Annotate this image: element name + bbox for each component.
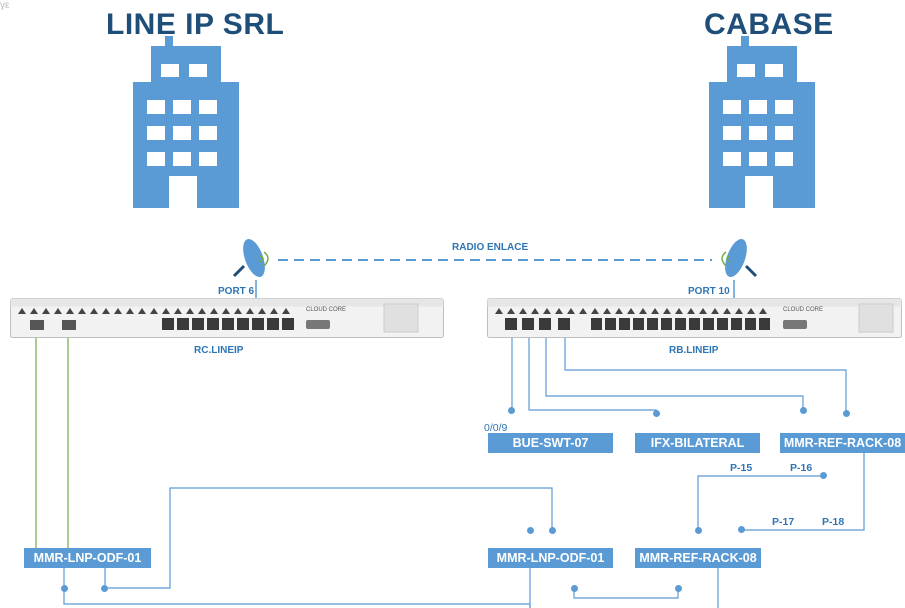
connector-dot — [508, 407, 515, 414]
antenna-icon-right — [721, 238, 758, 278]
connector-dot — [843, 410, 850, 417]
svg-text:CLOUD CORE: CLOUD CORE — [783, 307, 823, 313]
connector-dot — [820, 472, 827, 479]
port-label-p17: P-17 — [772, 516, 795, 528]
connector-dot — [549, 527, 556, 534]
connector-dot — [738, 526, 745, 533]
router-right-port: PORT 10 — [688, 286, 730, 297]
router-right-name: RB.LINEIP — [669, 345, 719, 356]
router-rb-lineip: CLOUD CORE — [487, 298, 902, 338]
port-label-p18: P-18 — [822, 516, 845, 528]
connector-dot — [571, 585, 578, 592]
corner-mark: γε — [0, 0, 10, 11]
box-bue-swt-07: BUE-SWT-07 — [488, 433, 613, 453]
connector-dot — [527, 527, 534, 534]
port-label-p16: P-16 — [790, 462, 813, 474]
box-ifx-bilateral: IFX-BILATERAL — [635, 433, 760, 453]
router-left-name: RC.LINEIP — [194, 345, 244, 356]
box-mmr-ref-rack-bottom: MMR-REF-RACK-08 — [635, 548, 761, 568]
router-rc-lineip: CLOUD CORE — [10, 298, 444, 338]
connector-dot — [653, 410, 660, 417]
building-icon-right — [709, 36, 815, 208]
box-mmr-ref-rack-top: MMR-REF-RACK-08 — [780, 433, 905, 453]
antenna-icon-left — [232, 238, 269, 278]
site-title-right: CABASE — [704, 8, 834, 41]
connector-dot — [61, 585, 68, 592]
connector-dot — [695, 527, 702, 534]
router-left-port: PORT 6 — [218, 286, 255, 297]
building-icon-left — [133, 36, 239, 208]
connector-dot — [675, 585, 682, 592]
svg-text:CLOUD CORE: CLOUD CORE — [306, 307, 346, 313]
connector-dot — [800, 407, 807, 414]
box-mmr-lnp-odf-left: MMR-LNP-ODF-01 — [24, 548, 151, 568]
connector-dot — [101, 585, 108, 592]
site-title-left: LINE IP SRL — [106, 8, 285, 41]
radio-link-label: RADIO ENLACE — [452, 242, 529, 253]
box-mmr-lnp-odf-mid: MMR-LNP-ODF-01 — [488, 548, 613, 568]
port-label-p15: P-15 — [730, 462, 753, 474]
interface-label: 0/0/9 — [484, 422, 508, 434]
